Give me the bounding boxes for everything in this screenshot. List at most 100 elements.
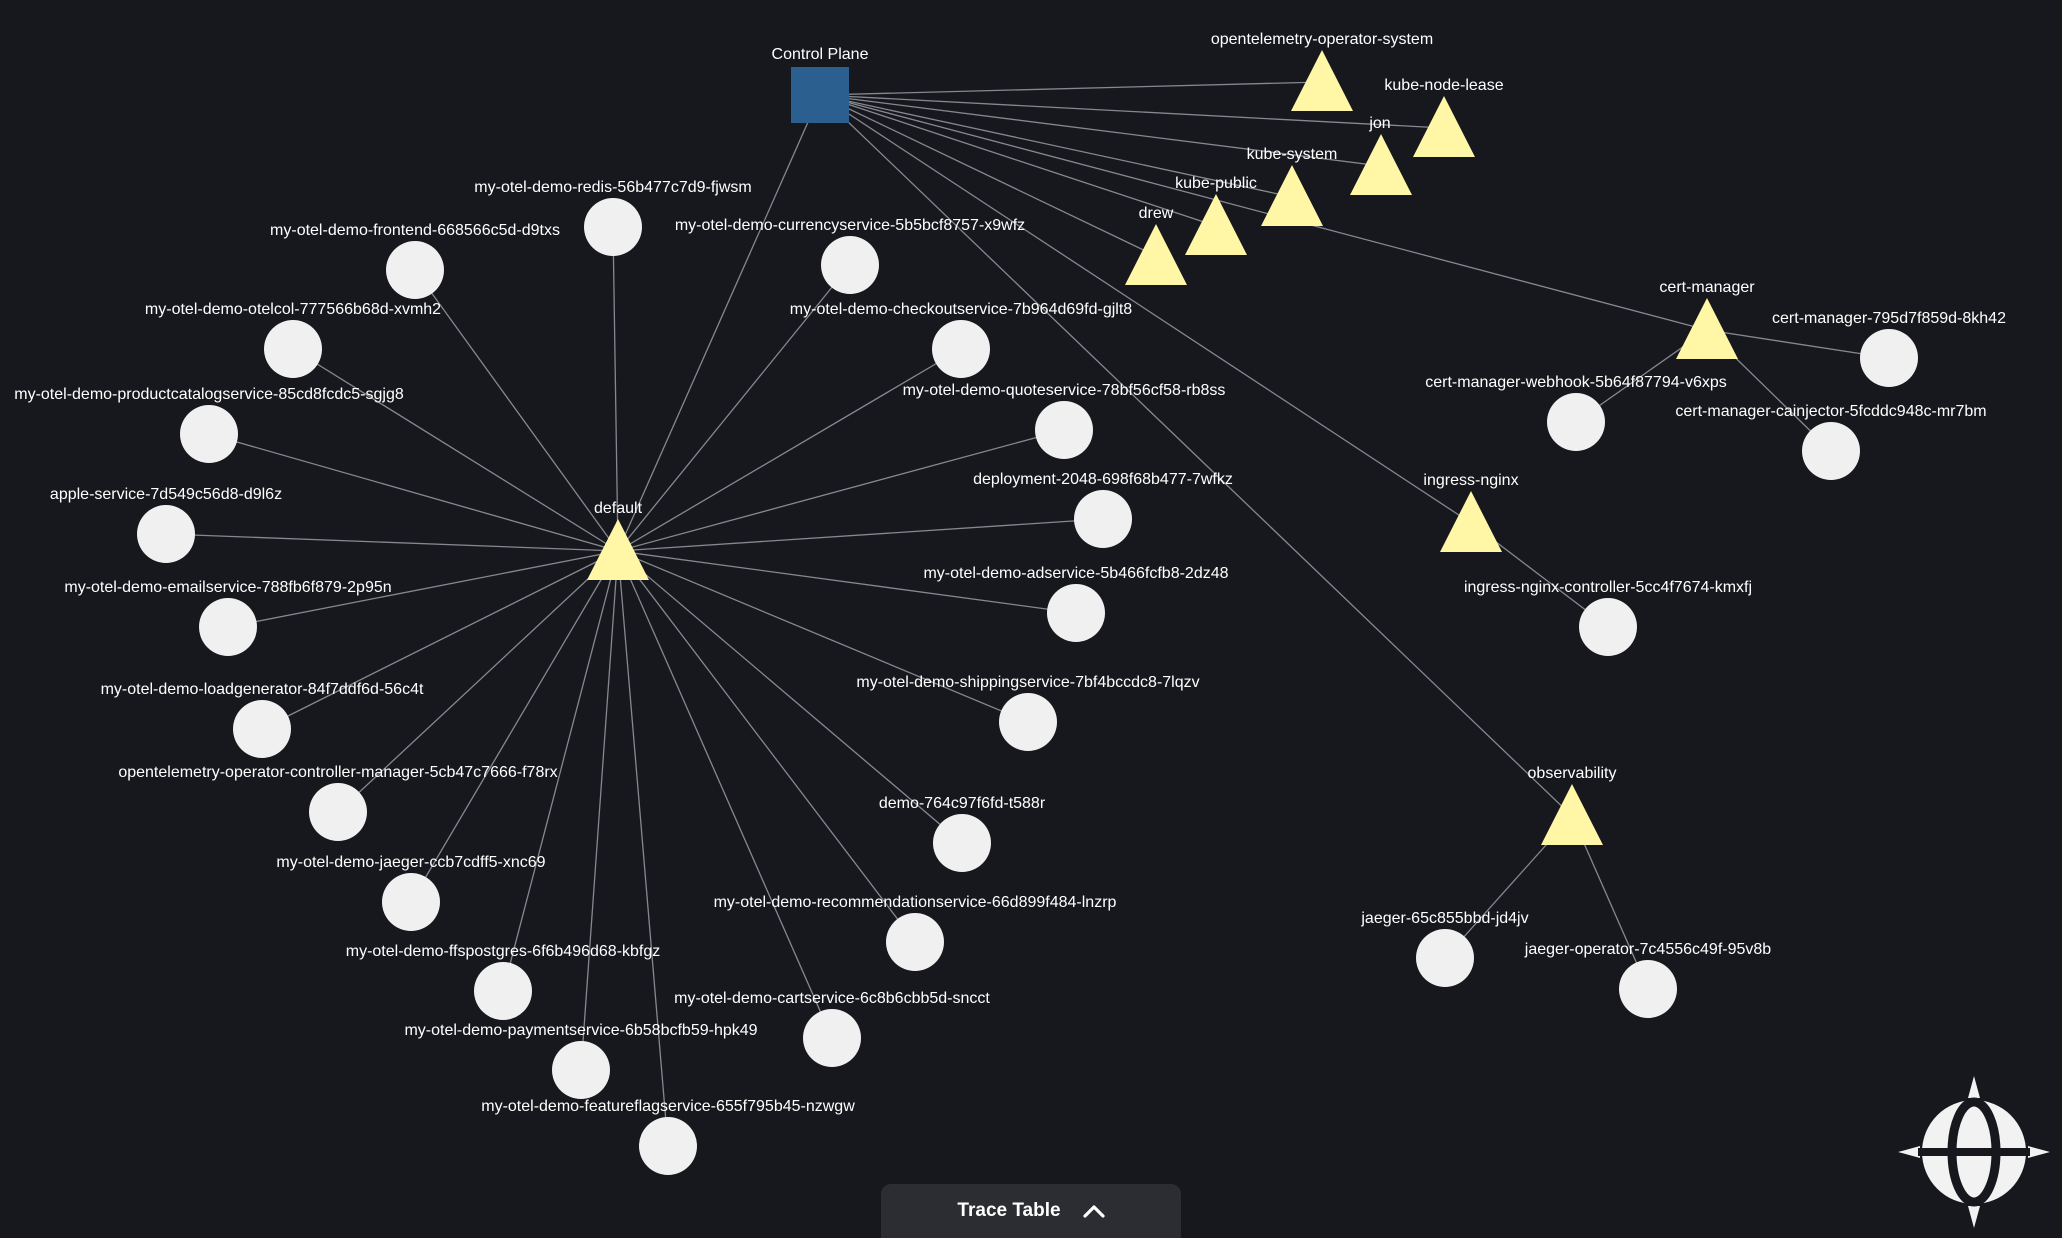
pod-node-d-9[interactable]: deployment-2048-698f68b477-7wfkz [973,471,1233,548]
pod-node-d-20[interactable]: my-otel-demo-paymentservice-6b58bcfb59-h… [404,1022,758,1099]
pod-node-d-8[interactable]: apple-service-7d549c56d8-d9l6z [50,486,282,563]
pod-node-ing-1[interactable]: ingress-nginx-controller-5cc4f7674-kmxfj [1464,579,1752,656]
edge-default-d-4 [292,348,619,552]
pod-node-obs-2[interactable]: jaeger-operator-7c4556c49f-95v8b [1524,941,1771,1018]
edge-default-d-10 [227,550,619,628]
namespace-triangle-icon[interactable] [1541,784,1603,845]
namespace-node-ingress-nginx[interactable]: ingress-nginx [1423,472,1519,552]
node-label: my-otel-demo-recommendationservice-66d89… [714,894,1117,911]
pod-node-d-12[interactable]: my-otel-demo-loadgenerator-84f7ddf6d-56c… [101,681,424,758]
pod-circle-icon[interactable] [386,241,444,299]
node-label: deployment-2048-698f68b477-7wfkz [973,471,1233,488]
pod-circle-icon[interactable] [552,1041,610,1099]
namespace-node-kube-system[interactable]: kube-system [1247,146,1338,226]
pod-node-cm-3[interactable]: cert-manager-cainjector-5fcddc948c-mr7bm [1675,403,1987,480]
node-label: jaeger-operator-7c4556c49f-95v8b [1524,941,1771,958]
namespace-node-drew[interactable]: drew [1125,205,1187,285]
pod-node-d-11[interactable]: my-otel-demo-adservice-5b466fcfb8-2dz48 [923,565,1229,642]
edge-default-d-18 [502,550,619,992]
pod-node-d-10[interactable]: my-otel-demo-emailservice-788fb6f879-2p9… [64,579,392,656]
edge-control-plane-kube-public [819,94,1217,227]
pod-node-d-3[interactable]: my-otel-demo-currencyservice-5b5bcf8757-… [675,217,1025,294]
pod-circle-icon[interactable] [264,320,322,378]
namespace-triangle-icon[interactable] [1185,194,1247,255]
namespace-triangle-icon[interactable] [587,519,649,580]
pod-node-d-21[interactable]: my-otel-demo-featureflagservice-655f795b… [481,1098,855,1175]
pod-node-d-19[interactable]: my-otel-demo-cartservice-6c8b6cbb5d-sncc… [674,990,990,1067]
node-label: my-otel-demo-redis-56b477c7d9-fjwsm [474,179,751,196]
pod-circle-icon[interactable] [932,320,990,378]
namespace-triangle-icon[interactable] [1350,134,1412,195]
namespace-node-observability[interactable]: observability [1528,765,1617,845]
pod-circle-icon[interactable] [180,405,238,463]
pod-node-d-14[interactable]: opentelemetry-operator-controller-manage… [118,764,558,841]
namespace-triangle-icon[interactable] [1413,96,1475,157]
pod-node-d-15[interactable]: demo-764c97f6fd-t588r [879,795,1046,872]
node-label: kube-node-lease [1384,77,1503,94]
namespace-triangle-icon[interactable] [1261,165,1323,226]
pod-circle-icon[interactable] [233,700,291,758]
pod-node-d-5[interactable]: my-otel-demo-checkoutservice-7b964d69fd-… [790,301,1132,378]
pod-node-cm-2[interactable]: cert-manager-webhook-5b64f87794-v6xps [1425,374,1727,451]
node-label: jon [1368,115,1390,132]
pod-node-d-13[interactable]: my-otel-demo-shippingservice-7bf4bccdc8-… [856,674,1200,751]
pod-node-d-1[interactable]: my-otel-demo-redis-56b477c7d9-fjwsm [474,179,752,256]
pod-circle-icon[interactable] [1074,490,1132,548]
pod-node-d-17[interactable]: my-otel-demo-recommendationservice-66d89… [714,894,1117,971]
namespace-triangle-icon[interactable] [1291,50,1353,111]
pod-circle-icon[interactable] [309,783,367,841]
pod-node-d-16[interactable]: my-otel-demo-jaeger-ccb7cdff5-xnc69 [276,854,546,931]
pod-circle-icon[interactable] [1035,401,1093,459]
pod-circle-icon[interactable] [382,873,440,931]
pod-circle-icon[interactable] [999,693,1057,751]
pod-circle-icon[interactable] [933,814,991,872]
pod-node-d-4[interactable]: my-otel-demo-otelcol-777566b68d-xvmh2 [145,301,441,378]
pod-circle-icon[interactable] [639,1117,697,1175]
node-label: my-otel-demo-emailservice-788fb6f879-2p9… [64,579,391,596]
node-label: my-otel-demo-jaeger-ccb7cdff5-xnc69 [276,854,545,871]
pod-circle-icon[interactable] [199,598,257,656]
namespace-node-default[interactable]: default [587,500,649,580]
node-label: my-otel-demo-frontend-668566c5d-d9txs [270,222,560,239]
pod-node-d-7[interactable]: my-otel-demo-quoteservice-78bf56cf58-rb8… [903,382,1226,459]
pod-circle-icon[interactable] [1416,929,1474,987]
pod-circle-icon[interactable] [821,236,879,294]
pod-circle-icon[interactable] [137,505,195,563]
pod-circle-icon[interactable] [584,198,642,256]
edge-default-d-11 [617,550,1077,614]
namespace-triangle-icon[interactable] [1676,298,1738,359]
namespace-node-cert-manager[interactable]: cert-manager [1659,279,1755,359]
edge-control-plane-opentelemetry-operator-system [819,81,1323,96]
pod-circle-icon[interactable] [1619,960,1677,1018]
edge-default-d-9 [617,518,1104,552]
namespace-triangle-icon[interactable] [1125,224,1187,285]
node-label: default [594,500,643,517]
control-plane-square-icon[interactable] [791,67,849,123]
namespace-triangle-icon[interactable] [1440,491,1502,552]
pod-circle-icon[interactable] [1047,584,1105,642]
pod-circle-icon[interactable] [1547,393,1605,451]
pod-node-d-18[interactable]: my-otel-demo-ffspostgres-6f6b496d68-kbfg… [346,943,661,1020]
pod-node-cm-1[interactable]: cert-manager-795d7f859d-8kh42 [1772,310,2006,387]
namespace-node-kube-public[interactable]: kube-public [1175,175,1257,255]
pod-circle-icon[interactable] [474,962,532,1020]
pod-node-d-2[interactable]: my-otel-demo-frontend-668566c5d-d9txs [270,222,560,299]
namespace-node-jon[interactable]: jon [1350,115,1412,195]
node-label: cert-manager-cainjector-5fcddc948c-mr7bm [1675,403,1986,420]
pod-circle-icon[interactable] [1860,329,1918,387]
namespace-node-opentelemetry-operator-system[interactable]: opentelemetry-operator-system [1211,31,1433,111]
pod-circle-icon[interactable] [886,913,944,971]
pod-circle-icon[interactable] [1579,598,1637,656]
pod-circle-icon[interactable] [803,1009,861,1067]
control-plane-node-control-plane[interactable]: Control Plane [772,46,869,123]
pod-circle-icon[interactable] [1802,422,1860,480]
node-label: my-otel-demo-productcatalogservice-85cd8… [14,386,404,403]
node-label: Control Plane [772,46,869,63]
edge-default-d-20 [580,550,619,1071]
pod-node-obs-1[interactable]: jaeger-65c855bbd-jd4jv [1360,910,1529,987]
pod-node-d-6[interactable]: my-otel-demo-productcatalogservice-85cd8… [14,386,404,463]
namespace-node-kube-node-lease[interactable]: kube-node-lease [1384,77,1504,157]
trace-table-toggle[interactable]: Trace Table [881,1184,1181,1238]
